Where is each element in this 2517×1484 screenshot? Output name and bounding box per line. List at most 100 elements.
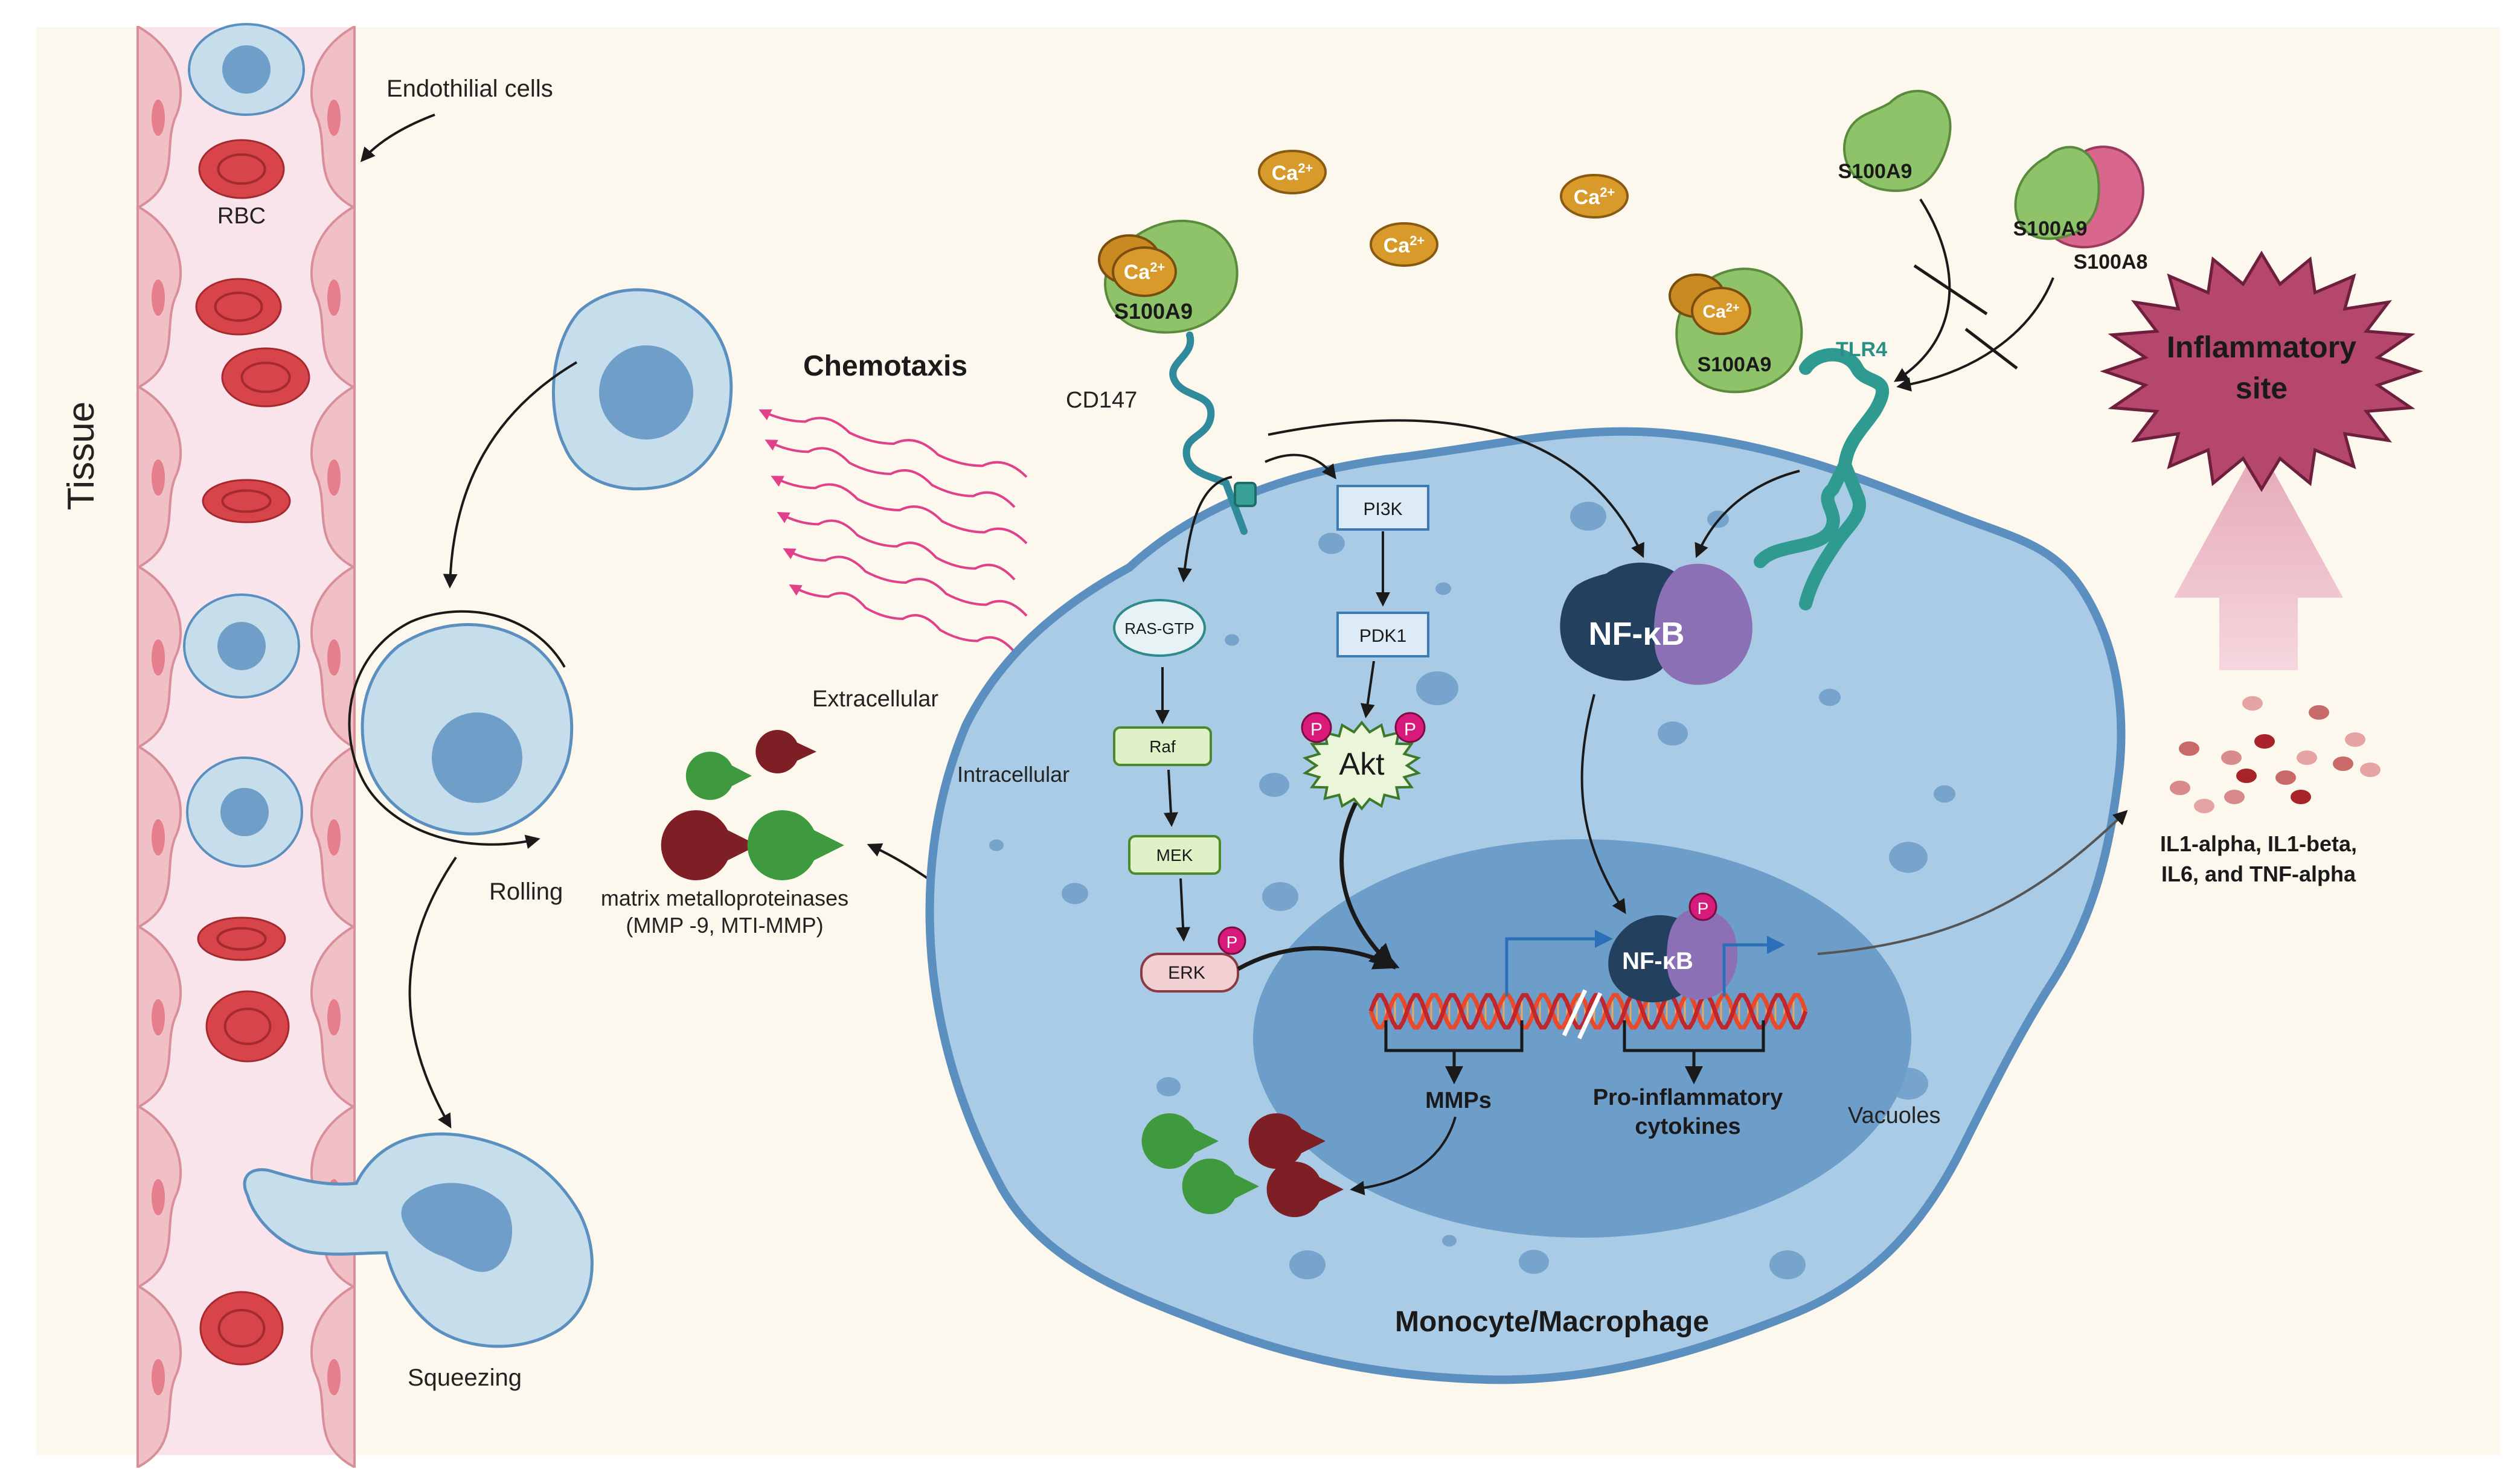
akt-label: Akt bbox=[1339, 747, 1385, 782]
nfkb-label-cytoplasm: NF-κB bbox=[1588, 616, 1684, 652]
vacuole bbox=[1318, 533, 1345, 554]
raf-node bbox=[1113, 726, 1212, 766]
proinflammatory-label-1: Pro-inflammatory bbox=[1593, 1085, 1783, 1110]
endothelial-nucleus bbox=[152, 1359, 165, 1395]
tlr4-label: TLR4 bbox=[1836, 338, 1887, 361]
vacuoles-label: Vacuoles bbox=[1848, 1103, 1941, 1128]
nfkb-nucleus: NF-κB P bbox=[1608, 892, 1738, 1003]
mek-node bbox=[1128, 835, 1221, 875]
red-blood-cell-center bbox=[221, 489, 272, 513]
s100a9-to-tlr4-arrow bbox=[1893, 198, 1951, 382]
transcription-arrow-mmp bbox=[1505, 930, 1613, 996]
mmp-red-intra-2 bbox=[1266, 1162, 1344, 1217]
mmp-gene-to-protein-arrow bbox=[1350, 1116, 1457, 1195]
red-blood-cell-center bbox=[214, 292, 263, 322]
inflammatory-label-1: Inflammatory bbox=[2167, 330, 2356, 364]
cytokine-particle bbox=[2170, 781, 2190, 795]
chemotaxis-wave bbox=[765, 440, 1016, 508]
svg-text:Ca2+: Ca2+ bbox=[1702, 301, 1739, 322]
red-blood-cell bbox=[202, 479, 291, 523]
mmp-green-intra-1 bbox=[1141, 1113, 1219, 1169]
chemotaxis-to-rolling-arrow bbox=[443, 361, 578, 589]
cytokine-label-1: IL1-alpha, IL1-beta, bbox=[2160, 831, 2357, 856]
macrophage-cell bbox=[925, 427, 2126, 1384]
endothelial-nucleus bbox=[152, 1179, 165, 1215]
proinflammatory-label-2: cytokines bbox=[1635, 1114, 1740, 1139]
svg-text:Ca2+: Ca2+ bbox=[1384, 233, 1425, 257]
vacuole bbox=[1259, 773, 1289, 797]
squeezing-label: Squeezing bbox=[408, 1364, 522, 1391]
nfkb-label-nucleus: NF-κB bbox=[1622, 948, 1693, 974]
mek-to-erk-arrow bbox=[1176, 878, 1191, 942]
dna-strand bbox=[1368, 993, 1808, 1030]
vacuole bbox=[1570, 502, 1606, 531]
mmps-label: MMPs bbox=[1425, 1088, 1492, 1113]
s100a9-label-tlr4: S100A9 bbox=[1698, 353, 1772, 376]
nfkb-cytoplasm: NF-κB bbox=[1560, 562, 1752, 685]
ras-label: RAS-GTP bbox=[1124, 619, 1194, 638]
svg-text:Ca2+: Ca2+ bbox=[1574, 185, 1615, 209]
vacuole bbox=[1519, 1250, 1549, 1274]
cd147-to-pi3k-arrow bbox=[1265, 453, 1336, 479]
ras-node bbox=[1113, 599, 1206, 657]
cytokine-particle bbox=[2242, 696, 2263, 711]
endothelial-nucleus bbox=[152, 999, 165, 1035]
vacuole bbox=[1156, 1077, 1181, 1096]
endothelial-label: Endothilial cells bbox=[386, 75, 553, 102]
svg-text:P: P bbox=[1310, 720, 1323, 740]
cytokine-particle bbox=[2360, 763, 2381, 777]
inhibit-mark-1 bbox=[1913, 264, 1988, 316]
squeezing-cell bbox=[243, 1132, 594, 1348]
tlr4-complex: Ca2+ S100A9 bbox=[1669, 267, 1890, 610]
vacuole bbox=[1819, 688, 1841, 706]
extracellular-mmp-group bbox=[661, 730, 844, 880]
s100a9-label-cd147: S100A9 bbox=[1114, 299, 1193, 324]
s100a8-label-dimer: S100A8 bbox=[2074, 251, 2148, 273]
mmp-red-small bbox=[755, 730, 816, 774]
intracellular-mmps bbox=[1141, 1113, 1344, 1217]
pdk1-label: PDK1 bbox=[1359, 626, 1406, 646]
vacuole bbox=[1289, 1250, 1326, 1279]
cd147-to-ras-arrow bbox=[1177, 476, 1233, 583]
ca-ion-2: Ca2+ bbox=[1370, 222, 1438, 267]
red-blood-cell bbox=[198, 139, 285, 199]
red-blood-cell-center bbox=[240, 362, 291, 393]
red-blood-cell bbox=[205, 990, 290, 1063]
s100a9-label-dimer: S100A9 bbox=[2013, 217, 2088, 240]
akt-node: Akt P P bbox=[1301, 712, 1426, 811]
vacuole bbox=[1658, 721, 1688, 746]
pi3k-label: PI3K bbox=[1363, 499, 1402, 519]
rolling-label: Rolling bbox=[489, 878, 563, 905]
cytokine-particles bbox=[2170, 696, 2381, 813]
cytokine-particle bbox=[2179, 741, 2199, 756]
endothelial-nucleus bbox=[327, 100, 341, 136]
svg-text:P: P bbox=[1698, 899, 1709, 918]
pdk1-box bbox=[1336, 612, 1429, 657]
leukocyte-nucleus bbox=[222, 45, 271, 94]
svg-text:P: P bbox=[1226, 933, 1238, 951]
dna-helix bbox=[1368, 993, 1808, 1030]
cytokine-particle bbox=[2291, 790, 2311, 804]
vacuole bbox=[989, 839, 1004, 851]
endothelial-wall-left bbox=[136, 26, 182, 1468]
endothelial-nucleus bbox=[327, 999, 341, 1035]
vessel-leukocytes bbox=[183, 23, 305, 868]
rolling-cell bbox=[348, 610, 574, 849]
vacuole bbox=[1442, 1235, 1457, 1247]
endothelial-nucleus bbox=[327, 1359, 341, 1395]
raf-label: Raf bbox=[1149, 737, 1176, 756]
chemotaxis-label: Chemotaxis bbox=[803, 350, 967, 382]
vacuole bbox=[1062, 883, 1088, 904]
rolling-to-squeezing-arrow bbox=[408, 856, 457, 1129]
mmp-red-large bbox=[661, 810, 758, 880]
cd147-complex: Ca2+ S100A9 bbox=[1098, 220, 1257, 535]
monocyte-label: Monocyte/Macrophage bbox=[1395, 1306, 1709, 1338]
svg-text:P: P bbox=[1404, 720, 1416, 740]
red-blood-cell-center bbox=[223, 1008, 272, 1045]
ca-ion-1: Ca2+ bbox=[1258, 150, 1327, 194]
vacuole bbox=[1416, 671, 1458, 705]
endothelial-nucleus bbox=[152, 280, 165, 316]
endothelial-arrow bbox=[360, 114, 435, 162]
endothelial-nucleus bbox=[152, 639, 165, 676]
cd147-to-nfkb-arrow bbox=[1268, 419, 1644, 558]
